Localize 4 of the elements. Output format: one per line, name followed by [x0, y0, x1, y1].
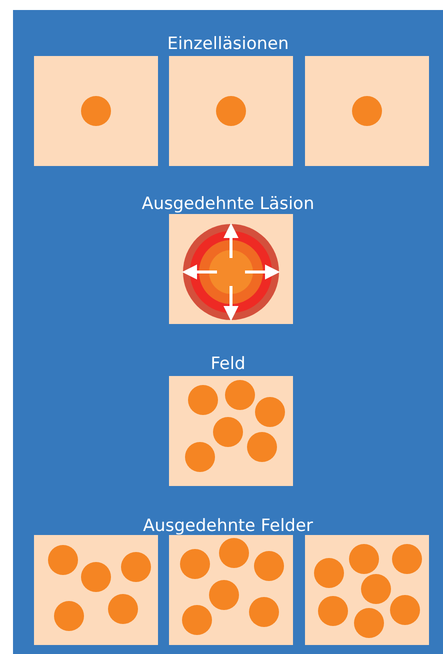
section-heading: Einzelläsionen	[167, 33, 289, 56]
section-heading: Ausgedehnte Felder	[142, 515, 314, 538]
section-heading: Feld	[210, 353, 246, 376]
section-heading: Ausgedehnte Läsion	[142, 193, 314, 216]
